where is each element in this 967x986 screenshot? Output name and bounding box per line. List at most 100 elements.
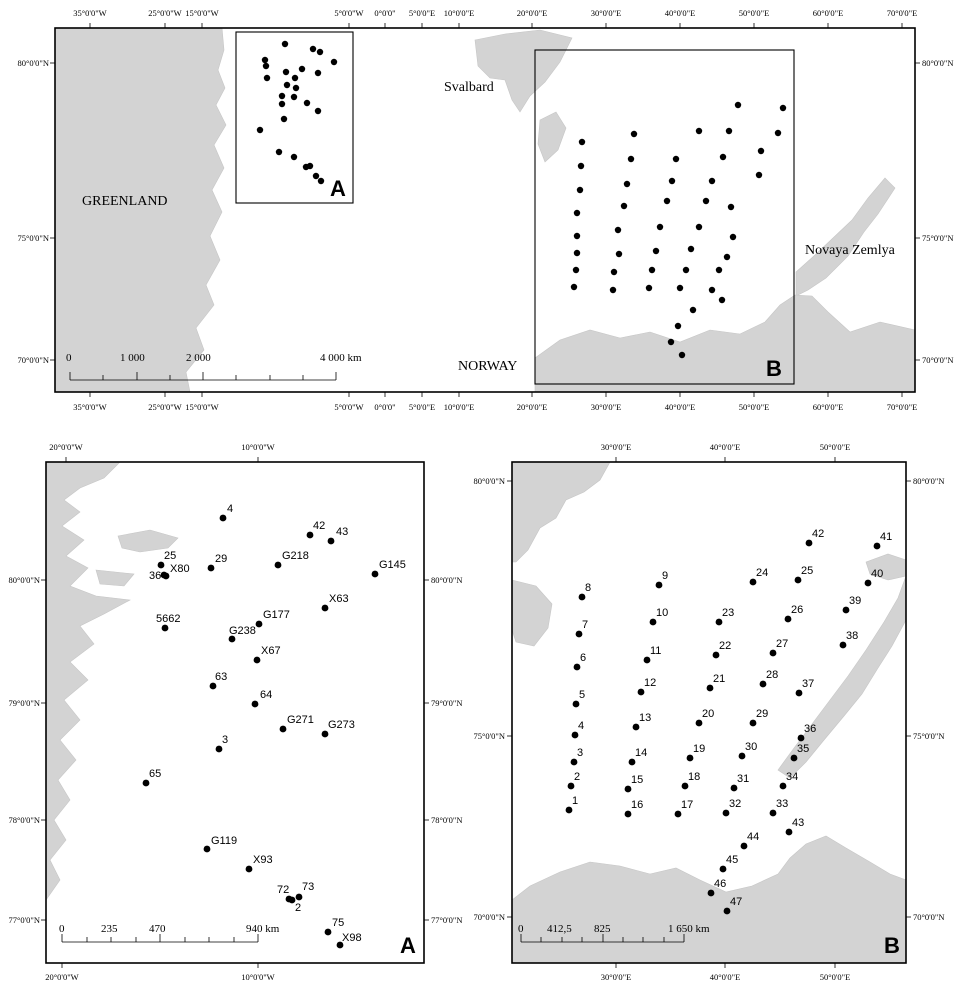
right-lat-label-75-0-0-n: 75°0'0"N (922, 233, 954, 243)
panel-a-station-dot-g119 (203, 845, 211, 853)
panel-b-station-label-19: 19 (693, 743, 705, 755)
overview-station-b-47 (678, 351, 686, 359)
panel-b-top-lon-label-40-0-0-e: 40°0'0"E (710, 442, 741, 452)
overview-station-b-6 (630, 130, 638, 138)
panel-a-island-2 (95, 569, 135, 587)
panel-b-station-label-5: 5 (579, 689, 585, 701)
panel-a-top-lon-label-20-0-0-w: 20°0'0"W (49, 442, 82, 452)
overview-station-b-25 (695, 223, 703, 231)
panel-b-station-dot-24 (749, 578, 757, 586)
panel-a-station-label-64: 64 (260, 689, 272, 701)
panel-b-bottom-lon-label-50-0-0-e: 50°0'0"E (820, 972, 851, 982)
panel-a-island-1 (117, 529, 179, 553)
panel-a-station-dot-42 (306, 531, 314, 539)
overview-station-a-19 (280, 115, 288, 123)
panel-a-right-lat-label-77-0-0-n: 77°0'0"N (431, 915, 463, 925)
panel-b-station-label-36: 36 (804, 723, 816, 735)
panel-b-frame (511, 461, 907, 964)
panel-a-greenland-coast (45, 461, 131, 901)
panel-b-right-lat-label-80-0-0-n: 80°0'0"N (913, 476, 945, 486)
inset-box-a-letter: A (330, 176, 346, 201)
overview-station-a-2 (309, 45, 317, 53)
overview-station-a-5 (330, 58, 338, 66)
panel-b-station-dot-36 (797, 734, 805, 742)
panel-a-right-lat-label-80-0-0-n: 80°0'0"N (431, 575, 463, 585)
overview-station-b-16 (708, 177, 716, 185)
panel-b-station-label-15: 15 (631, 774, 643, 786)
panel-b-station-label-37: 37 (802, 678, 814, 690)
panel-b-station-dot-22 (712, 651, 720, 659)
overview-station-b-21 (727, 203, 735, 211)
overview-scale-label-1000: 1 000 (120, 352, 145, 364)
panel-a-station-dot-2 (288, 896, 296, 904)
panel-b-station-label-13: 13 (639, 712, 651, 724)
overview-station-b-13 (755, 171, 763, 179)
panel-b-station-dot-15 (624, 785, 632, 793)
overview-right-latitude-labels: 80°0'0"N75°0'0"N70°0'0"N (922, 58, 954, 365)
panel-a-left-lat-label-77-0-0-n: 77°0'0"N (8, 915, 40, 925)
panel-b-station-dot-12 (637, 688, 645, 696)
overview-station-a-17 (314, 107, 322, 115)
bottom-lon-label-70-0-0-e: 70°0'0"E (887, 402, 918, 412)
svalbard-landmass (474, 29, 573, 113)
top-lon-label-10-0-0-e: 10°0'0"E (444, 8, 475, 18)
panel-b-station-dot-6 (573, 663, 581, 671)
panel-b-station-dot-31 (730, 784, 738, 792)
greenland-landmass (54, 27, 227, 393)
panel-b-scale-label-412: 412,5 (547, 923, 572, 935)
inset-box-b (534, 49, 795, 385)
panel-a-right-latitude-labels: 80°0'0"N79°0'0"N78°0'0"N77°0'0"N (431, 575, 463, 925)
overview-station-b-45 (674, 322, 682, 330)
overview-left-latitude-labels: 80°0'0"N75°0'0"N70°0'0"N (17, 58, 49, 365)
panel-a-station-dot-4 (219, 514, 227, 522)
panel-b-right-lat-label-75-0-0-n: 75°0'0"N (913, 731, 945, 741)
overview-station-b-1 (734, 101, 742, 109)
overview-station-a-10 (263, 74, 271, 82)
panel-b-bottom-lon-label-30-0-0-e: 30°0'0"E (601, 972, 632, 982)
overview-station-b-17 (576, 186, 584, 194)
panel-b-right-latitude-labels: 80°0'0"N75°0'0"N70°0'0"N (913, 476, 945, 922)
panel-b-station-label-30: 30 (745, 741, 757, 753)
panel-b-station-label-10: 10 (656, 607, 668, 619)
panel-a-top-lon-label-10-0-0-w: 10°0'0"W (241, 442, 274, 452)
overview-station-b-32 (573, 249, 581, 257)
panel-b-station-dot-35 (790, 754, 798, 762)
overview-station-a-12 (283, 81, 291, 89)
overview-station-b-37 (572, 266, 580, 274)
bottom-lon-label-40-0-0-e: 40°0'0"E (665, 402, 696, 412)
right-lat-label-70-0-0-n: 70°0'0"N (922, 355, 954, 365)
panel-a-station-label-g238: G238 (229, 625, 256, 637)
overview-station-b-11 (719, 153, 727, 161)
panel-a-station-label-5662: 5662 (156, 613, 180, 625)
panel-b-station-label-9: 9 (662, 570, 668, 582)
panel-b-left-lat-label-80-0-0-n: 80°0'0"N (473, 476, 505, 486)
panel-b-station-label-32: 32 (729, 798, 741, 810)
panel-b-scale-label-1650: 1 650 km (668, 923, 710, 935)
overview-scale-bar: 0 1 000 2 000 4 000 km (66, 352, 362, 381)
panel-b-station-dot-39 (842, 606, 850, 614)
panel-a-left-lat-label-79-0-0-n: 79°0'0"N (8, 698, 40, 708)
overview-station-b-34 (610, 268, 618, 276)
bottom-lon-label-0-0-0: 0°0'0" (374, 402, 395, 412)
top-lon-label-35-0-0-w: 35°0'0"W (73, 8, 106, 18)
panel-b-station-label-43: 43 (792, 817, 804, 829)
panel-b-station-label-28: 28 (766, 669, 778, 681)
panel-a-station-dot-g238 (228, 635, 236, 643)
panel-a-station-dot-g218 (274, 561, 282, 569)
overview-station-b-36 (715, 266, 723, 274)
overview-station-b-8 (757, 147, 765, 155)
panel-b-island-1 (511, 579, 553, 647)
overview-station-a-21 (275, 148, 283, 156)
panel-a-station-dot-43 (327, 537, 335, 545)
panel-b-station-label-7: 7 (582, 619, 588, 631)
panel-b-letter: B (884, 933, 900, 958)
panel-b-station-label-1: 1 (572, 795, 578, 807)
panel-b-station-dot-44 (740, 842, 748, 850)
overview-station-b-3 (695, 127, 703, 135)
overview-station-b-44 (689, 306, 697, 314)
overview-station-b-27 (573, 232, 581, 240)
